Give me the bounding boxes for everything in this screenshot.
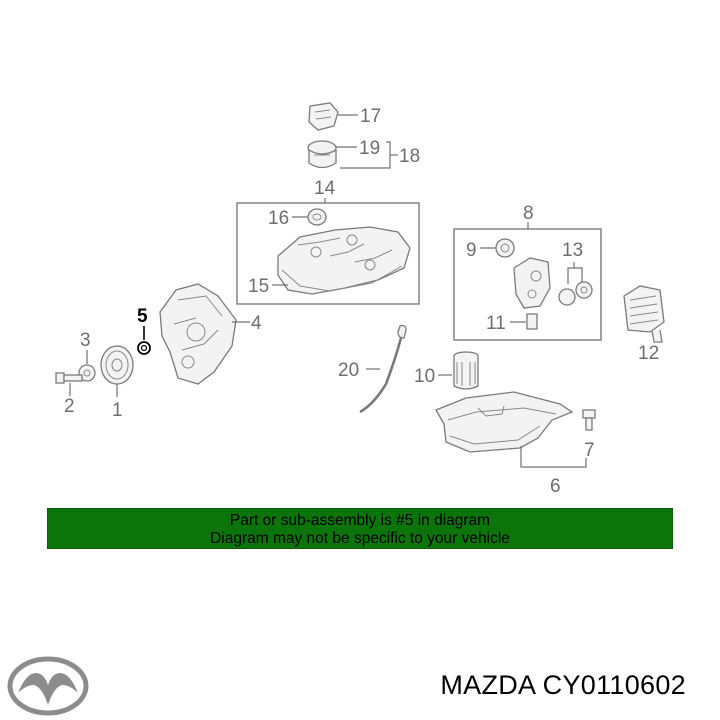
leader-6: [520, 446, 587, 468]
banner-line-2: Diagram may not be specific to your vehi…: [210, 530, 510, 547]
part-4-timing-cover: [159, 283, 237, 385]
callout-5: 5: [137, 306, 148, 327]
part-10-oil-filter: [453, 351, 479, 390]
callout-1: 1: [112, 400, 123, 421]
part-17-oil-cap: [308, 102, 339, 131]
part-16-grommet: [307, 208, 327, 226]
part-19-cap-seal: [307, 140, 337, 169]
callout-7: 7: [584, 440, 595, 461]
callout-4: 4: [251, 313, 262, 334]
info-banner: Part or sub-assembly is #5 in diagram Di…: [47, 508, 673, 549]
part-15-valve-cover: [277, 226, 411, 295]
part-6-oil-pan: [435, 391, 574, 453]
part-11-plug: [526, 313, 538, 330]
callout-11: 11: [486, 313, 506, 334]
part-2-bolt: [55, 372, 83, 384]
callout-19: 19: [359, 138, 380, 159]
callout-14: 14: [314, 178, 336, 199]
parts-diagram: 17 19 18 14 16 15 8 9 13: [55, 102, 665, 497]
banner-line-1: Part or sub-assembly is #5 in diagram: [229, 512, 491, 529]
callout-10: 10: [414, 366, 435, 387]
part-5-seal: [137, 341, 151, 355]
callout-16: 16: [268, 208, 289, 229]
callout-8: 8: [523, 203, 534, 224]
part-12-oil-cooler: [623, 285, 665, 343]
callout-20: 20: [338, 360, 359, 381]
callout-15: 15: [248, 276, 269, 297]
callout-2: 2: [64, 396, 75, 417]
leader-13: [567, 262, 583, 284]
part-3-washer: [78, 364, 96, 382]
part-8-housing-body: [513, 257, 551, 309]
mazda-logo-icon: [7, 656, 89, 716]
callout-17: 17: [360, 106, 381, 127]
callout-18: 18: [399, 146, 420, 167]
callout-9: 9: [466, 240, 477, 261]
part-20-dipstick: [359, 324, 407, 414]
callout-6: 6: [550, 476, 561, 497]
part-7-drain-bolt: [582, 409, 596, 431]
part-1-crank-pulley: [100, 345, 134, 385]
callout-13: 13: [562, 240, 583, 261]
callout-12: 12: [638, 343, 659, 364]
part-9-seal-ring: [495, 238, 515, 258]
part-number-label: MAZDA CY0110602: [440, 670, 686, 700]
callout-3: 3: [80, 330, 91, 351]
part-13-seals: [558, 281, 593, 306]
